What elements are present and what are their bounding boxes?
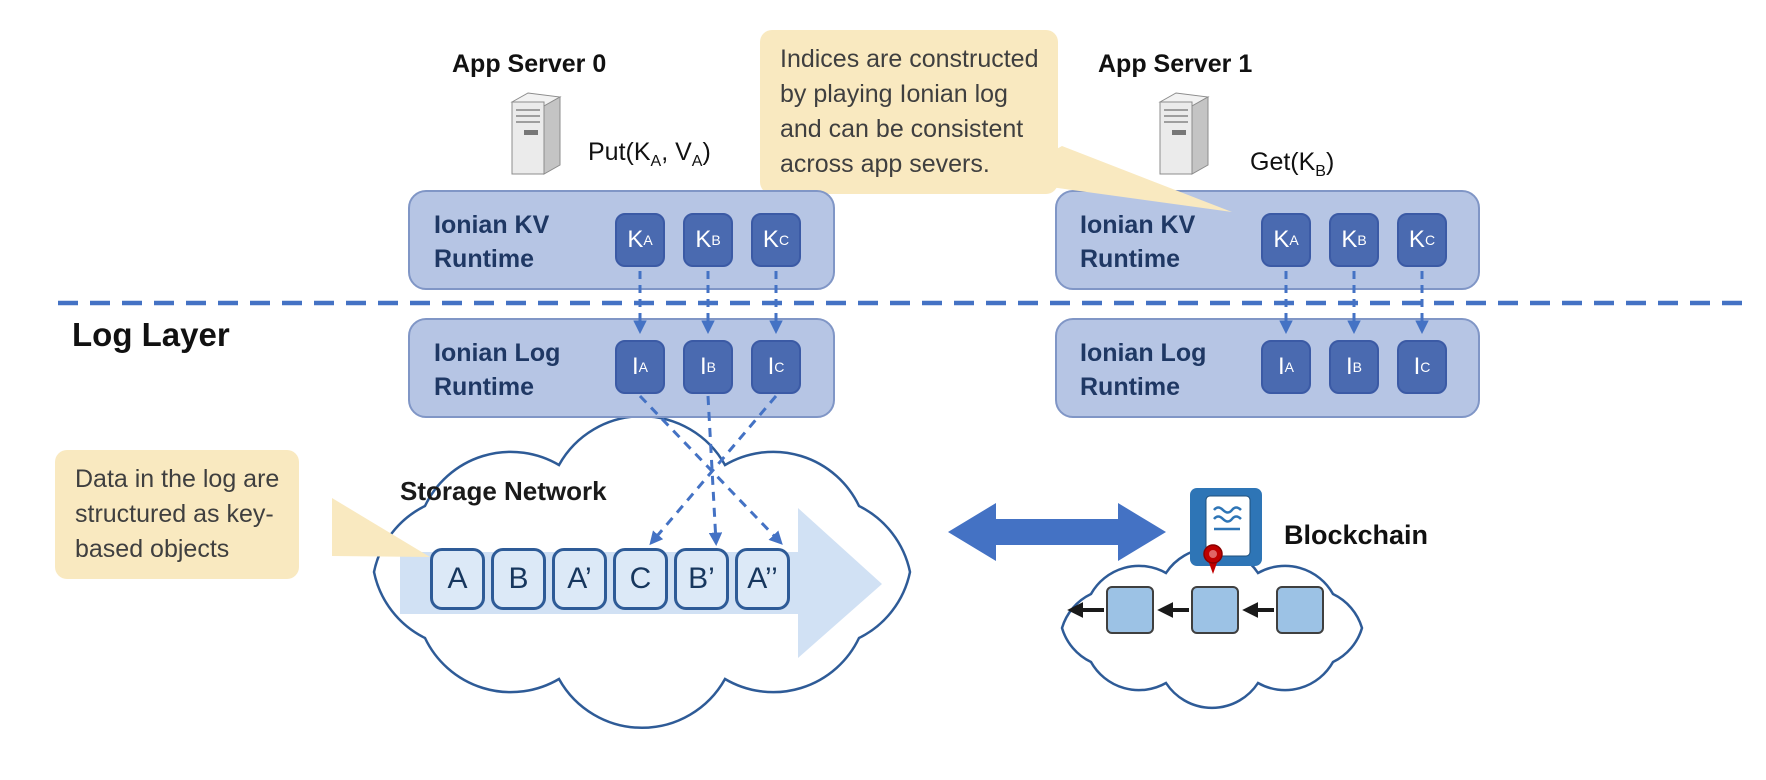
chain-block [1191, 586, 1239, 634]
get-sub1: B [1315, 163, 1326, 180]
log-object: B’ [674, 548, 729, 610]
server-icon [510, 92, 562, 175]
ionian-kv-runtime-left-title: Ionian KV Runtime [434, 208, 549, 276]
chip-base: I [1413, 353, 1421, 380]
runtime-title-line: Ionian Log [1080, 339, 1207, 367]
smart-contract-icon [1190, 488, 1262, 574]
chip-sub: C [778, 232, 790, 248]
log-object: A [430, 548, 485, 610]
chain-block [1106, 586, 1154, 634]
get-post: ) [1325, 148, 1335, 176]
log-data-callout-line: structured as key- [75, 500, 274, 528]
runtime-title-line: Runtime [1080, 245, 1180, 273]
log-object: C [613, 548, 668, 610]
indices-callout-line: across app severs. [780, 150, 990, 178]
runtime-title-line: Runtime [434, 245, 534, 273]
chip-base: I [767, 353, 775, 380]
chain-block [1276, 586, 1324, 634]
log-data-callout: Data in the log are structured as key- b… [55, 450, 300, 579]
storage-blockchain-double-arrow [948, 503, 1166, 561]
put-mid: , V [661, 138, 692, 166]
indices-callout-line: by playing Ionian log [780, 80, 1008, 108]
chip-sub: A [638, 359, 648, 375]
put-text: Put(K [588, 138, 651, 166]
chip-sub: C [1424, 232, 1436, 248]
log-data-callout-line: Data in the log are [75, 465, 280, 493]
runtime-title-line: Ionian KV [434, 211, 550, 239]
chip-base: I [631, 353, 639, 380]
put-sub2: A [691, 153, 703, 170]
runtime-title-line: Runtime [1080, 373, 1180, 401]
log-object: A’’ [735, 548, 790, 610]
chip-sub: A [643, 232, 653, 248]
storage-network-title: Storage Network [400, 476, 607, 506]
ionian-log-runtime-left-title: Ionian Log Runtime [434, 336, 560, 404]
runtime-title-line: Ionian Log [434, 339, 561, 367]
chip-base: K [1408, 226, 1425, 253]
chip-sub: C [1420, 359, 1431, 375]
chip-sub: B [706, 359, 716, 375]
chip-base: K [1341, 226, 1358, 253]
get-operation-label: Get(KB) [1250, 148, 1334, 181]
chip-sub: A [1284, 359, 1294, 375]
runtime-title-line: Runtime [434, 373, 534, 401]
chip-base: K [695, 226, 712, 253]
chip-sub: B [711, 232, 721, 248]
chip-base: I [1345, 353, 1353, 380]
log-layer-label: Log Layer [72, 316, 230, 353]
app-server-1-title: App Server 1 [1098, 50, 1253, 78]
chip-sub: B [1352, 359, 1362, 375]
put-sub1: A [650, 153, 662, 170]
indices-callout-line: and can be consistent [780, 115, 1024, 143]
blockchain-title: Blockchain [1284, 520, 1429, 550]
get-text: Get(K [1250, 148, 1316, 176]
put-post: ) [702, 138, 711, 166]
runtime-title-line: Ionian KV [1080, 211, 1196, 239]
indices-callout: Indices are constructed by playing Ionia… [760, 30, 1059, 194]
ionian-log-runtime-right-title: Ionian Log Runtime [1080, 336, 1206, 404]
app-server-0-title: App Server 0 [452, 50, 607, 78]
indices-callout-line: Indices are constructed [780, 45, 1039, 73]
chip-base: I [699, 353, 707, 380]
log-object: A’ [552, 548, 607, 610]
chip-sub: C [774, 359, 785, 375]
chip-base: K [762, 226, 779, 253]
chip-sub: B [1357, 232, 1367, 248]
chip-sub: A [1289, 232, 1299, 248]
chip-base: K [627, 226, 644, 253]
chip-base: K [1273, 226, 1290, 253]
chip-base: I [1277, 353, 1285, 380]
log-data-callout-line: based objects [75, 535, 230, 563]
put-operation-label: Put(KA, VA) [588, 138, 711, 171]
ionian-kv-runtime-right-title: Ionian KV Runtime [1080, 208, 1195, 276]
log-object: B [491, 548, 546, 610]
server-icon [1158, 92, 1210, 175]
